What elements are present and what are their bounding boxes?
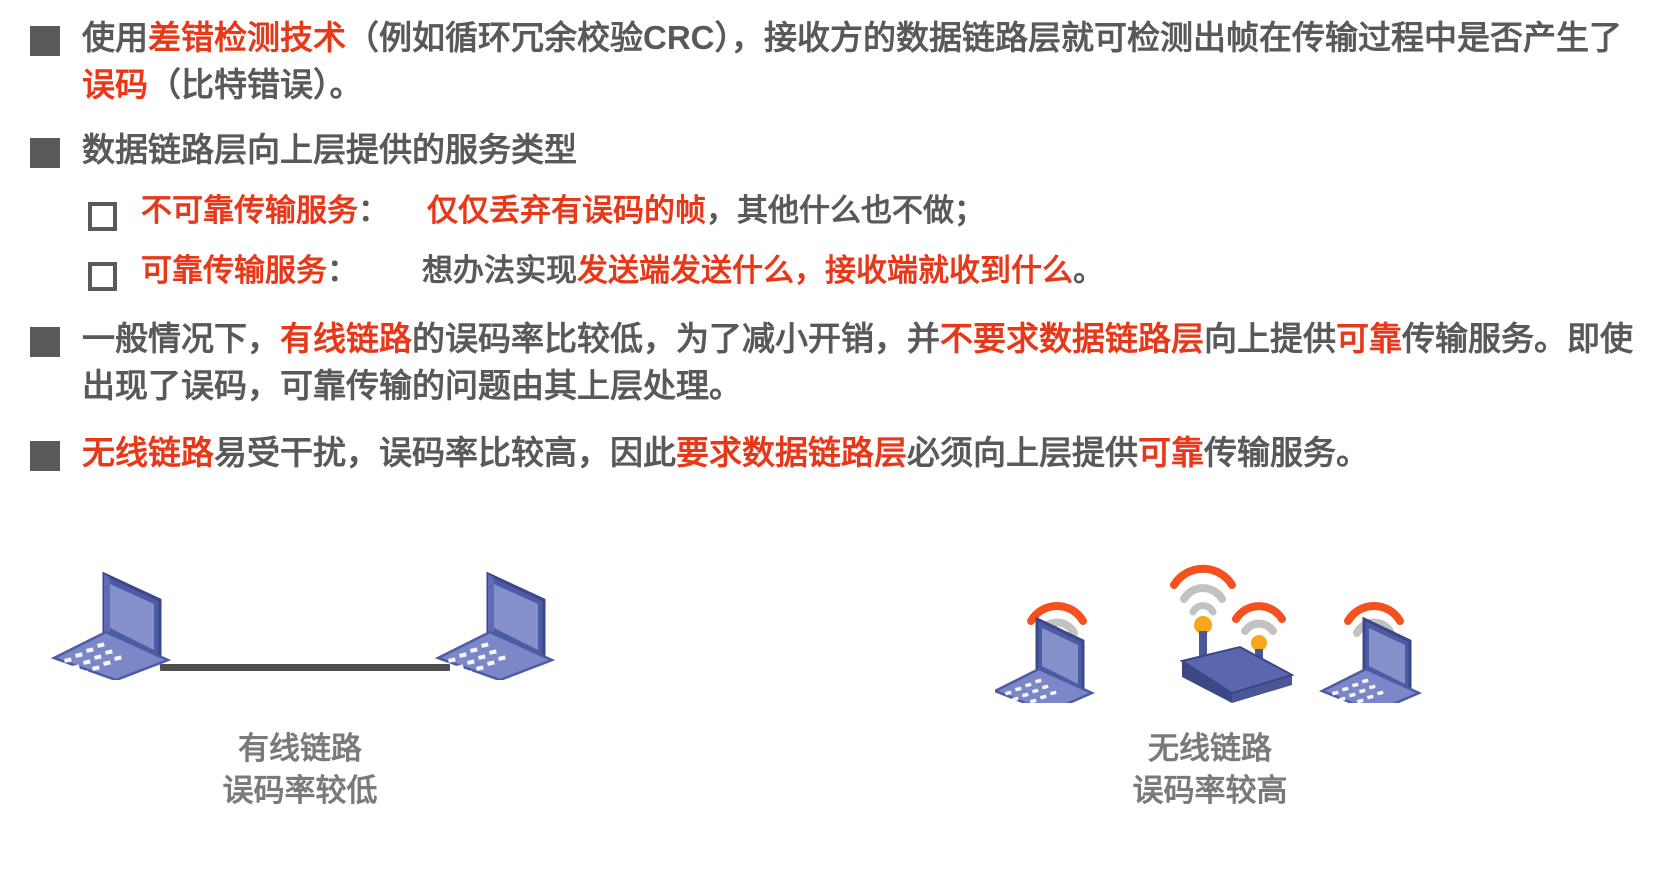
text-segment: 传输服务。即使出现了误码，可靠传输的问题由其上层处理。: [82, 320, 1633, 404]
filled-square-bullet-icon: [30, 441, 60, 471]
bullet-text: 不可靠传输服务： 仅仅丢弃有误码的帧，其他什么也不做；: [141, 189, 985, 233]
laptop-icon-wired-right: [434, 571, 556, 680]
bullet-text: 可靠传输服务： 想办法实现发送端发送什么，接收端就收到什么。: [141, 249, 1104, 293]
hollow-square-bullet-icon: [88, 262, 117, 291]
text-segment-highlight: 差错检测技术: [148, 19, 346, 56]
text-segment-highlight: 要求数据链路层: [676, 434, 907, 471]
caption-wired-link: 有线链路 误码率较低: [222, 731, 378, 808]
text-segment: 数据链路层向上层提供的服务类型: [82, 131, 577, 168]
text-segment: 易受干扰，误码率比较高，因此: [214, 434, 676, 471]
text-segment-highlight: 仅仅丢弃有误码的帧: [427, 193, 706, 228]
text-segment: （比特错误）。: [148, 66, 363, 103]
bullet-text: 使用差错检测技术（例如循环冗余校验CRC），接收方的数据链路层就可检测出帧在传输…: [82, 14, 1646, 108]
bullet-item: 无线链路易受干扰，误码率比较高，因此要求数据链路层必须向上层提供可靠传输服务。: [0, 429, 1670, 476]
filled-square-bullet-icon: [30, 138, 60, 168]
text-segment: 传输服务。: [1204, 434, 1369, 471]
wifi-signal-icon-main: [1170, 564, 1236, 673]
text-segment-highlight: 可靠: [1138, 434, 1204, 471]
text-segment: ：: [327, 253, 358, 288]
text-segment-highlight: 无线链路: [82, 434, 214, 471]
bullet-text: 无线链路易受干扰，误码率比较高，因此要求数据链路层必须向上层提供可靠传输服务。: [82, 429, 1369, 476]
text-segment-highlight: 有线链路: [280, 320, 412, 357]
text-segment: 必须向上层提供: [907, 434, 1138, 471]
text-segment-highlight: 误码: [82, 66, 148, 103]
text-segment-highlight: 可靠传输服务: [141, 253, 327, 288]
bullet-text: 一般情况下，有线链路的误码率比较低，为了减小开销，并不要求数据链路层向上提供可靠…: [82, 315, 1646, 409]
laptop-icon-wireless-left: [995, 601, 1096, 703]
text-segment-highlight: 不要求数据链路层: [940, 320, 1204, 357]
filled-square-bullet-icon: [30, 26, 60, 56]
text-segment: 向上提供: [1204, 320, 1336, 357]
hollow-square-bullet-icon: [88, 202, 117, 231]
filled-square-bullet-icon: [30, 327, 60, 357]
text-segment-highlight: 发送端发送什么，接收端就收到什么: [577, 253, 1073, 288]
text-segment: 想办法实现: [422, 253, 577, 288]
ethernet-cable-line: [160, 664, 450, 671]
wireless-router-icon: [1170, 564, 1295, 703]
text-segment: 使用: [82, 19, 148, 56]
caption-wireless-link: 无线链路 误码率较高: [1132, 731, 1288, 808]
slide-content: 使用差错检测技术（例如循环冗余校验CRC），接收方的数据链路层就可检测出帧在传输…: [0, 14, 1670, 476]
text-segment-highlight: 可靠: [1336, 320, 1402, 357]
text-segment: ，其他什么也不做；: [706, 193, 985, 228]
sub-bullet-item: 可靠传输服务： 想办法实现发送端发送什么，接收端就收到什么。: [0, 249, 1670, 293]
text-segment: ：: [358, 193, 389, 228]
text-segment: 的误码率比较低，为了减小开销，并: [412, 320, 940, 357]
text-segment-highlight: 不可靠传输服务: [141, 193, 358, 228]
bullet-item: 数据链路层向上层提供的服务类型: [0, 126, 1670, 173]
text-segment: 。: [1073, 253, 1104, 288]
sub-bullet-item: 不可靠传输服务： 仅仅丢弃有误码的帧，其他什么也不做；: [0, 189, 1670, 233]
bullet-item: 一般情况下，有线链路的误码率比较低，为了减小开销，并不要求数据链路层向上提供可靠…: [0, 315, 1670, 409]
text-segment: 一般情况下，: [82, 320, 280, 357]
text-segment: （例如循环冗余校验CRC），接收方的数据链路层就可检测出帧在传输过程中是否产生了: [346, 19, 1622, 56]
laptop-icon-wireless-right: [1318, 601, 1423, 703]
network-diagram: [0, 545, 1670, 887]
bullet-item: 使用差错检测技术（例如循环冗余校验CRC），接收方的数据链路层就可检测出帧在传输…: [0, 14, 1670, 108]
bullet-text: 数据链路层向上层提供的服务类型: [82, 126, 577, 173]
laptop-icon-wired-left: [50, 571, 172, 680]
